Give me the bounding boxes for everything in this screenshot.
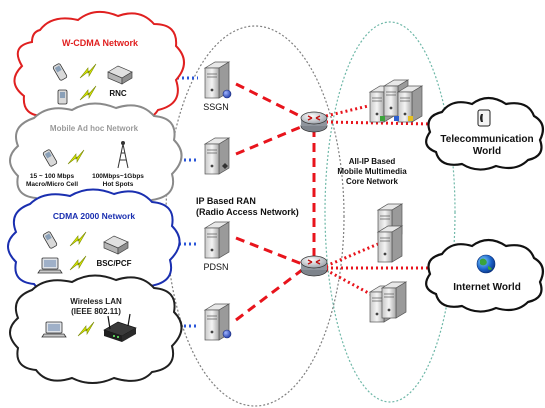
globe-icon bbox=[476, 254, 496, 274]
core-label-1: All-IP Based bbox=[349, 157, 396, 166]
adhoc-left-caption-2: Macro/Micro Cell bbox=[26, 181, 78, 188]
telecom-label-1: Telecommunication bbox=[440, 134, 533, 145]
wlan-cloud: Wireless LAN (IEEE 802.11) bbox=[9, 274, 183, 384]
server-icon bbox=[381, 281, 407, 319]
ran-server-2 bbox=[204, 137, 230, 175]
telecom-cloud: Telecommunication World bbox=[425, 96, 545, 171]
telephone-icon bbox=[477, 109, 491, 127]
telecom-label-2: World bbox=[473, 146, 501, 157]
adhoc-cloud: Mobile Ad hoc Network 15 ~ 100 Mbps Macr… bbox=[9, 102, 183, 212]
core-server-cluster bbox=[369, 79, 423, 123]
core-region bbox=[324, 21, 456, 403]
adhoc-right-caption-1: 100Mbps~1Gbps bbox=[92, 173, 144, 180]
cdma2000-title: CDMA 2000 Network bbox=[53, 211, 136, 221]
cell-tower-icon bbox=[117, 141, 129, 169]
wlan-title-2: (IEEE 802.11) bbox=[71, 307, 121, 316]
pda-icon bbox=[57, 89, 68, 105]
wlan-title-1: Wireless LAN bbox=[70, 297, 122, 306]
ran-server-ssgn: SSGN bbox=[203, 61, 232, 112]
adhoc-left-caption-1: 15 ~ 100 Mbps bbox=[30, 173, 75, 180]
pdsn-label: PDSN bbox=[203, 262, 228, 272]
adhoc-title: Mobile Ad hoc Network bbox=[50, 124, 139, 133]
cdma2000-cloud: CDMA 2000 Network BSC/PCF bbox=[7, 188, 181, 298]
core-label-3: Core Network bbox=[346, 177, 399, 186]
internet-cloud: Internet World bbox=[425, 238, 545, 313]
core-server-pair bbox=[377, 203, 403, 263]
ran-server-4 bbox=[204, 303, 232, 341]
wcdma-cloud: W-CDMA Network RNC bbox=[13, 10, 185, 127]
bsc-pcf-label: BSC/PCF bbox=[96, 259, 131, 268]
ran-server-pdsn: PDSN bbox=[203, 221, 230, 272]
ran-label-1: IP Based RAN bbox=[196, 196, 256, 206]
internet-label: Internet World bbox=[453, 282, 521, 293]
bsc-pcf-switch-icon bbox=[103, 235, 129, 255]
ran-label-2: (Radio Access Network) bbox=[196, 207, 299, 217]
red-links bbox=[235, 82, 316, 322]
rnc-label: RNC bbox=[109, 89, 127, 98]
router-icon bbox=[300, 255, 328, 277]
ssgn-label: SSGN bbox=[203, 102, 229, 112]
core-server-small bbox=[369, 281, 407, 323]
wireless-router-icon bbox=[103, 313, 137, 342]
core-links bbox=[325, 104, 433, 298]
core-label-2: Mobile Multimedia bbox=[337, 167, 407, 176]
router-icon bbox=[300, 111, 328, 133]
adhoc-right-caption-2: Hot Spots bbox=[103, 181, 134, 188]
server-icon bbox=[204, 221, 230, 259]
rnc-switch-icon bbox=[107, 65, 133, 85]
server-icon bbox=[377, 225, 403, 263]
wcdma-title: W-CDMA Network bbox=[62, 38, 139, 48]
